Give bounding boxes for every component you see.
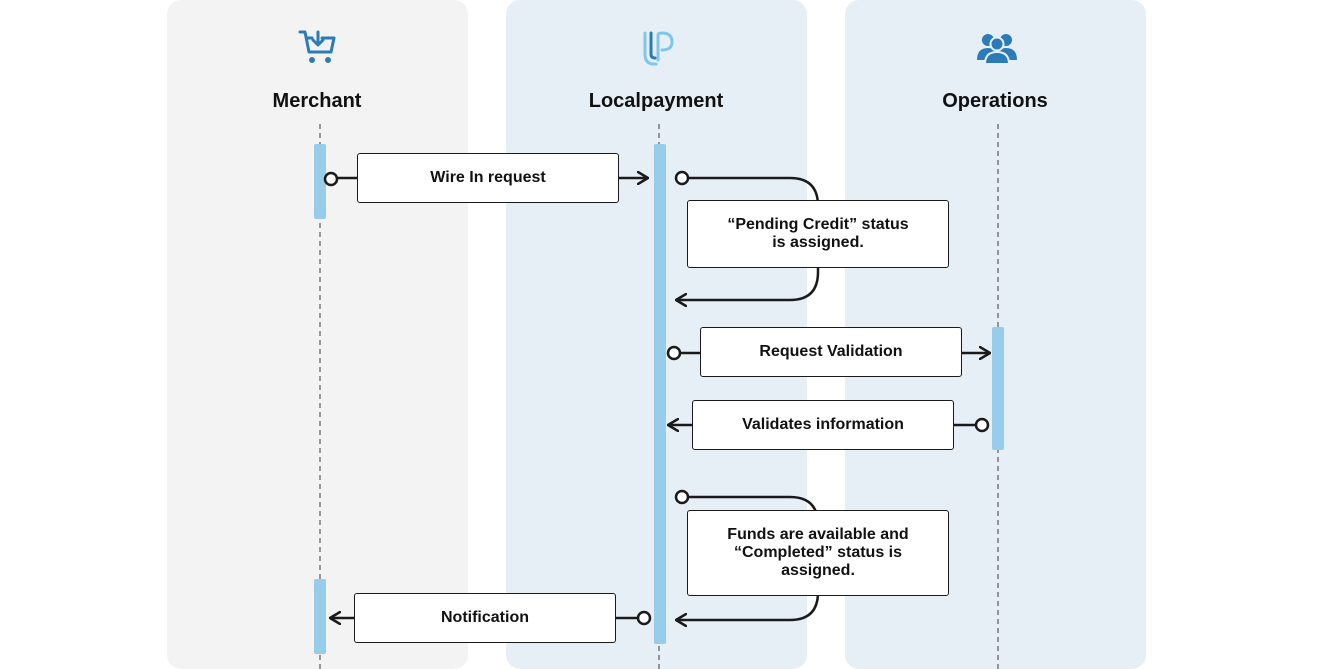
pending-credit-box: “Pending Credit” status is assigned. (687, 200, 949, 268)
notification-origin (636, 610, 652, 626)
validates-information-box: Validates information (692, 400, 954, 450)
merchant-activation-bar-1 (314, 144, 326, 219)
merchant-activation-bar-2 (314, 579, 326, 654)
request-validation-origin (666, 345, 682, 361)
request-validation-box: Request Validation (700, 327, 962, 377)
operations-activation-bar (992, 327, 1004, 450)
users-group-icon (976, 30, 1018, 66)
merchant-title: Merchant (272, 90, 362, 112)
localpayment-logo-icon (640, 30, 676, 68)
shopping-cart-icon (298, 28, 338, 66)
pending-credit-origin (674, 170, 690, 186)
wire-in-origin (323, 171, 339, 187)
validates-information-origin (974, 417, 990, 433)
wire-in-request-box: Wire In request (357, 153, 619, 203)
localpayment-activation-bar (654, 144, 666, 644)
localpayment-title: Localpayment (588, 90, 724, 112)
funds-available-box: Funds are available and “Completed” stat… (687, 510, 949, 596)
operations-title: Operations (942, 90, 1048, 112)
funds-available-origin (674, 489, 690, 505)
notification-box: Notification (354, 593, 616, 643)
merchant-lane: Merchant (167, 0, 468, 669)
